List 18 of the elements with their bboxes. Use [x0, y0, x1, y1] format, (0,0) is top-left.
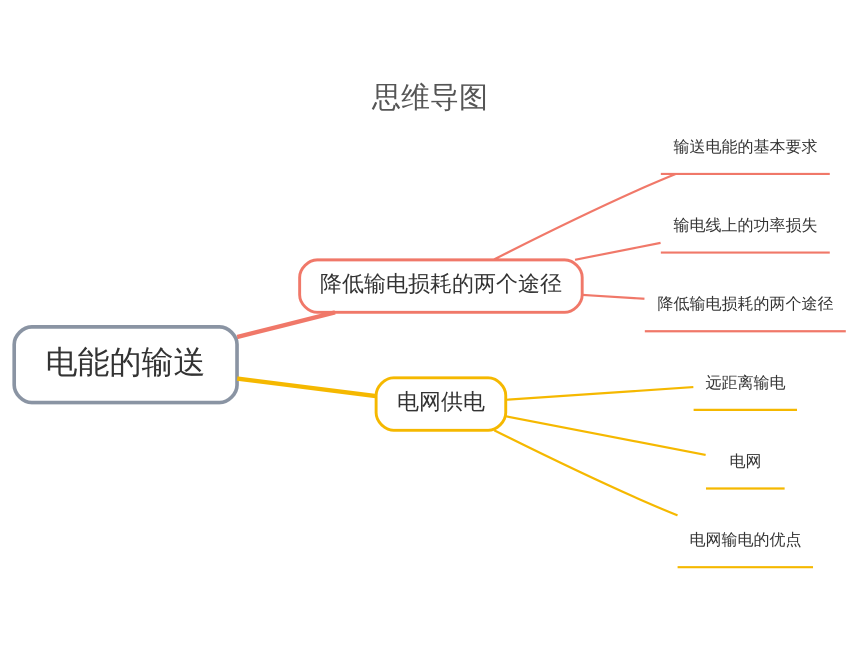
- diagram-title: 思维导图: [372, 80, 488, 114]
- node-text: 输送电能的基本要求: [673, 136, 818, 156]
- connector: [236, 376, 376, 398]
- node-text: 降低输电损耗的两个途径: [657, 294, 834, 314]
- connector: [492, 173, 676, 261]
- node-text: 电网: [729, 451, 762, 470]
- connector: [506, 415, 706, 456]
- connector: [494, 429, 678, 516]
- node-box: 电网供电: [374, 376, 508, 432]
- node-text: 输电线上的功率损失: [673, 215, 818, 234]
- connector: [506, 386, 694, 401]
- connector: [236, 310, 336, 340]
- node-text: 远距离输电: [705, 372, 786, 392]
- node-text: 电网输电的优点: [689, 530, 802, 550]
- connector: [582, 294, 645, 300]
- node-box: 电能的输送: [12, 325, 239, 404]
- node-box: 降低输电损耗的两个途径: [298, 258, 584, 314]
- connector: [574, 242, 661, 261]
